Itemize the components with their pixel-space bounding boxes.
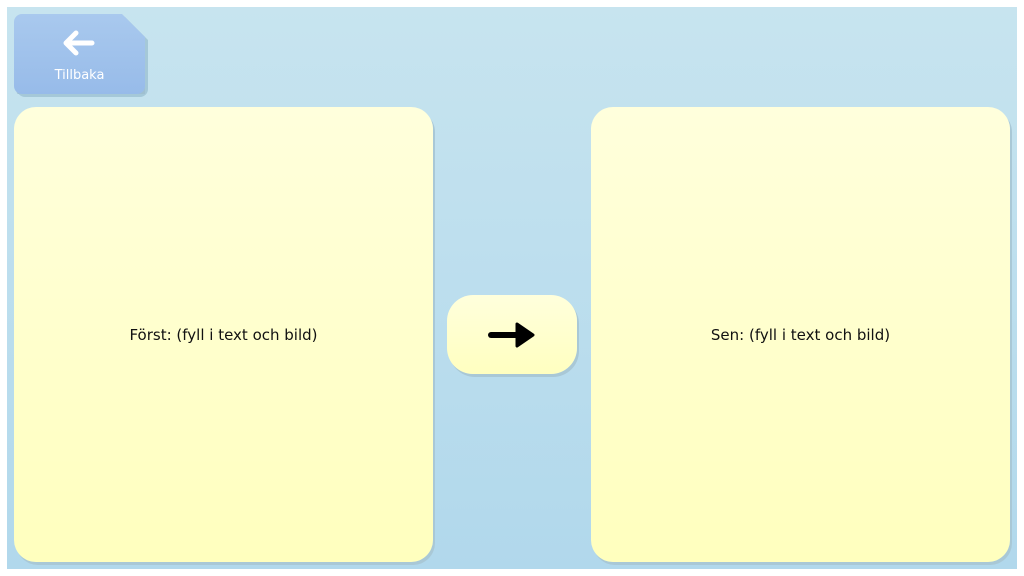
first-card-text: Först: (fyll i text och bild) bbox=[129, 325, 318, 344]
back-button-label: Tillbaka bbox=[54, 68, 105, 83]
next-arrow-button[interactable] bbox=[447, 295, 577, 374]
back-button[interactable]: Tillbaka bbox=[14, 14, 145, 94]
then-card-text: Sen: (fyll i text och bild) bbox=[710, 325, 891, 344]
arrow-right-icon bbox=[488, 322, 535, 347]
arrow-left-icon bbox=[63, 30, 95, 56]
then-card[interactable]: Sen: (fyll i text och bild) bbox=[591, 107, 1010, 562]
first-card[interactable]: Först: (fyll i text och bild) bbox=[14, 107, 433, 562]
